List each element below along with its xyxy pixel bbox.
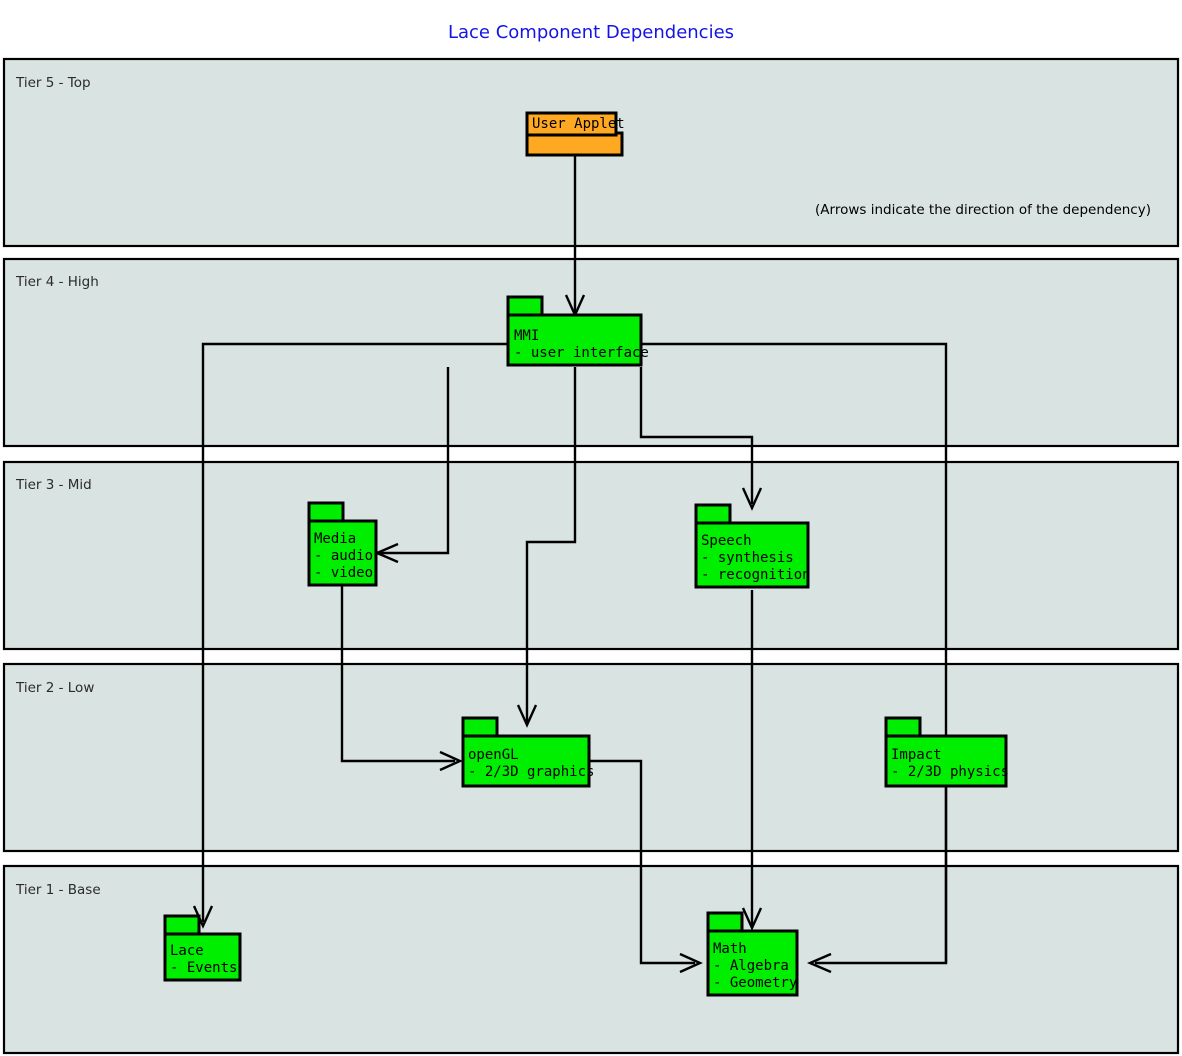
speech-item-0: - synthesis [701, 550, 794, 566]
arrowhead-speech-top [741, 487, 763, 511]
mmi-body [506, 313, 643, 367]
package-impact[interactable]: Impact - 2/3D physics [884, 716, 1009, 788]
media-body [307, 519, 378, 587]
lace-item-0: - Events [170, 960, 237, 976]
package-opengl[interactable]: openGL - 2/3D graphics [461, 716, 594, 788]
impact-name: Impact [891, 747, 942, 763]
impact-item-0: - 2/3D physics [891, 764, 1009, 780]
user-applet-tab [525, 111, 618, 137]
tier-band-tier3 [2, 460, 1180, 651]
page-title: Lace Component Dependencies [448, 22, 734, 43]
lace-body [163, 932, 242, 982]
media-item-1: - video [314, 565, 373, 581]
speech-body [694, 521, 810, 589]
edge-mmi-to-math [642, 342, 948, 965]
edge-mmi-to-opengl [525, 367, 577, 722]
edge-mmi-to-speech [639, 367, 754, 504]
user-applet-name: User Applet [532, 116, 625, 132]
impact-body [884, 734, 1008, 788]
arrowhead-lace-top [192, 905, 214, 929]
tier-label-tier5: Tier 5 - Top [15, 75, 91, 91]
speech-item-1: - recognition [701, 567, 811, 583]
package-mmi[interactable]: MMI - user interface [506, 295, 649, 367]
arrowhead-math-top [741, 907, 763, 931]
mmi-item-0: - user interface [514, 345, 649, 361]
edge-mmi-to-media [380, 367, 450, 555]
opengl-body [461, 734, 591, 788]
tier-label-tier1: Tier 1 - Base [15, 882, 101, 898]
opengl-name: openGL [468, 747, 519, 763]
opengl-item-0: - 2/3D graphics [468, 764, 594, 780]
arrowhead-opengl-top [516, 704, 538, 728]
media-item-0: - audio [314, 548, 373, 564]
tier-label-tier3: Tier 3 - Mid [15, 477, 92, 493]
arrowhead-opengl-left [439, 750, 463, 772]
package-user-applet[interactable]: User Applet [525, 111, 625, 157]
arrowhead-math-left [679, 952, 703, 974]
media-name: Media [314, 531, 356, 547]
arrowhead-math-right [806, 952, 832, 974]
tier-label-tier2: Tier 2 - Low [15, 680, 94, 696]
math-item-0: - Algebra [713, 958, 789, 974]
edge-opengl-to-math [590, 759, 695, 965]
speech-name: Speech [701, 533, 752, 549]
math-name: Math [713, 941, 747, 957]
package-lace[interactable]: Lace - Events [163, 914, 242, 982]
lace-name: Lace [170, 943, 204, 959]
mmi-name: MMI [514, 328, 539, 344]
legend-note: (Arrows indicate the direction of the de… [815, 202, 1151, 218]
package-math[interactable]: Math - Algebra - Geometry [706, 911, 799, 997]
package-speech[interactable]: Speech - synthesis - recognition [694, 503, 811, 589]
math-item-1: - Geometry [713, 975, 797, 991]
tier-label-tier4: Tier 4 - High [15, 274, 99, 290]
package-media[interactable]: Media - audio - video [307, 501, 378, 587]
edge-mmi-to-lace [201, 342, 508, 922]
math-body [706, 929, 799, 997]
edge-media-to-opengl [340, 586, 455, 763]
